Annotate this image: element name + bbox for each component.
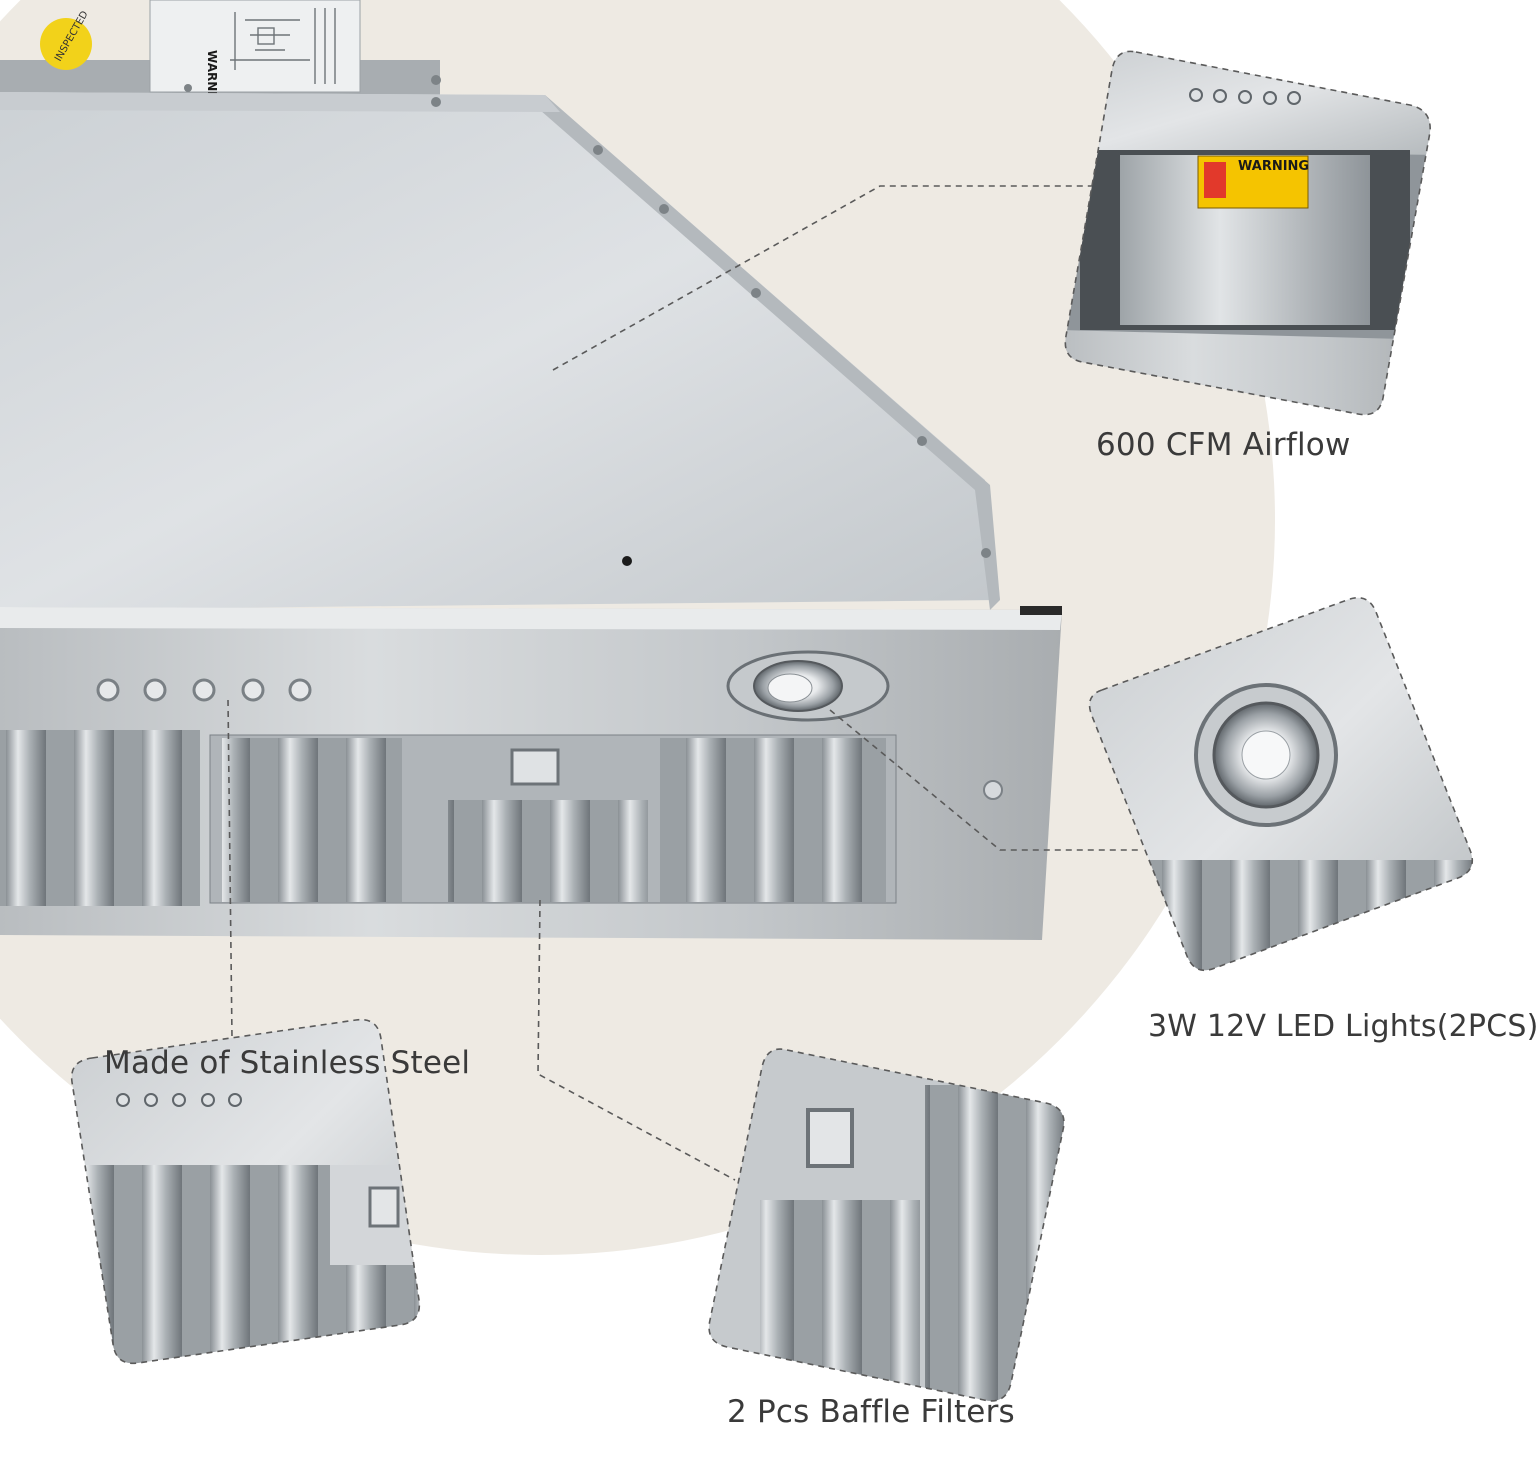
caption-led-lights: 3W 12V LED Lights(2PCS) [1148, 1009, 1539, 1044]
wiring-diagram-label [149, 0, 361, 93]
callout-filters [708, 1048, 1065, 1402]
caption-baffle-filters: 2 Pcs Baffle Filters [727, 1394, 1015, 1430]
inspected-sticker [40, 18, 92, 70]
caption-stainless-steel: Made of Stainless Steel [104, 1045, 471, 1081]
caption-airflow: 600 CFM Airflow [1096, 427, 1351, 463]
hood-top-panel [0, 92, 1000, 610]
callout-steel [70, 1018, 421, 1365]
callout-leader-lines [227, 185, 1142, 1181]
range-hood-main: WARNING INSPECTED [0, 0, 1062, 940]
filter-handle [510, 748, 560, 786]
led-lamp [726, 650, 890, 722]
control-button-3 [192, 678, 216, 702]
control-button-2 [143, 678, 167, 702]
motor-warning-text: WARNING [1238, 159, 1309, 174]
main-baffle-filters [0, 730, 897, 906]
control-button-4 [241, 678, 265, 702]
product-illustration: WARNING INSPECTED [0, 0, 1474, 1402]
callout-airflow: WARNING [1064, 50, 1431, 416]
control-buttons [96, 678, 312, 702]
control-button-1 [96, 678, 120, 702]
control-button-5 [288, 678, 312, 702]
